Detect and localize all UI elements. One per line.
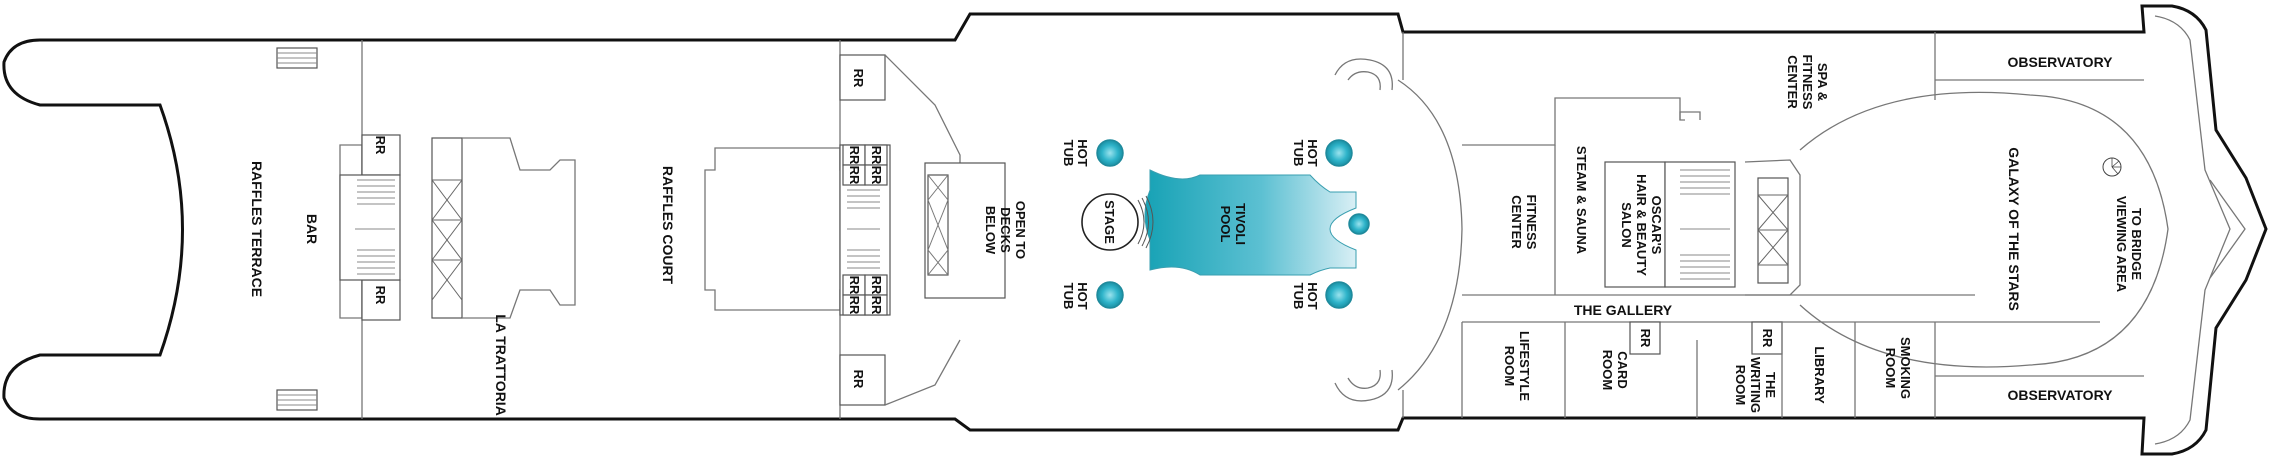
- rr-aft-top: RR: [373, 136, 388, 155]
- trattoria-counter: [462, 137, 576, 319]
- elevator-crosses-aft: [431, 179, 463, 301]
- galaxy-label: GALAXY OF THE STARS: [2006, 147, 2022, 311]
- hot-tub-label-2a: HOT: [1075, 282, 1090, 310]
- mid-stair-steps: [847, 189, 880, 269]
- smoking-label-1: SMOKING: [1898, 337, 1913, 399]
- open-to-decks-label-3: BELOW: [983, 206, 998, 255]
- rr-mid-g: RR: [847, 296, 862, 315]
- hot-tub-1: [1096, 139, 1124, 167]
- lifestyle-label-2: ROOM: [1502, 346, 1517, 386]
- hot-tub-2: [1096, 281, 1124, 309]
- hot-tub-label-1b: TUB: [1061, 140, 1076, 167]
- hot-tub-label-3a: HOT: [1305, 139, 1320, 167]
- rr-aft-bottom: RR: [373, 286, 388, 305]
- mid-rr-top: [839, 54, 886, 101]
- salon-label-1: OSCAR'S: [1649, 196, 1664, 255]
- stair-bottom-curve: [1334, 369, 1393, 402]
- stage-steps: [1137, 195, 1154, 249]
- rr-mid-bottom: RR: [851, 370, 866, 389]
- open-to-decks-label-1: OPEN TO: [1013, 201, 1028, 259]
- bow-inner: [2154, 15, 2231, 445]
- writing-label-2: WRITING: [1748, 357, 1763, 413]
- elevator-crosses-fwd: [1757, 194, 1789, 266]
- rr-mid-d: RR: [869, 166, 884, 185]
- rr-mid-c: RR: [847, 166, 862, 185]
- tivoli-pool-label-1: TIVOLI: [1233, 203, 1248, 245]
- hot-tub-label-1a: HOT: [1075, 139, 1090, 167]
- writing-label-3: ROOM: [1733, 365, 1748, 405]
- rr-gallery-1: RR: [1638, 329, 1653, 348]
- raffles-court-label: RAFFLES COURT: [660, 166, 676, 285]
- pool-bulkhead: [1397, 79, 1463, 391]
- hot-tub-label-4a: HOT: [1305, 282, 1320, 310]
- bow-point: [2209, 179, 2246, 279]
- smoking-label-2: ROOM: [1883, 348, 1898, 388]
- bridge-label-1: TO BRIDGE: [2129, 208, 2144, 280]
- bridge-label-2: VIEWING AREA: [2114, 196, 2129, 293]
- open-to-decks-label-2: DECKS: [998, 207, 1013, 253]
- aft-rr-bottom: [361, 279, 401, 321]
- stair-top-curve: [1334, 58, 1393, 91]
- rr-mid-top: RR: [851, 69, 866, 88]
- rr-mid-b: RR: [869, 146, 884, 165]
- hot-tub-3: [1325, 139, 1353, 167]
- rr-mid-e: RR: [847, 276, 862, 295]
- stage-circle: [1081, 193, 1139, 251]
- hot-tub-5: [1348, 213, 1370, 235]
- mid-rr-d: [864, 164, 888, 186]
- fitness-label-2: CENTER: [1509, 195, 1524, 249]
- stair-bottom-curve-2: [1347, 369, 1381, 389]
- bridge-stair-icon: [2102, 157, 2122, 177]
- rr-mid-h: RR: [869, 296, 884, 315]
- rr-mid-f: RR: [869, 276, 884, 295]
- writing-label-1: THE: [1763, 372, 1778, 398]
- spa-wall: [1462, 97, 1685, 146]
- mid-slant-bottom: [884, 339, 961, 406]
- steam-sauna-label: STEAM & SAUNA: [1574, 146, 1589, 255]
- aft-stair-bottom-lines: [277, 394, 317, 406]
- galaxy-curve: [1799, 91, 2169, 368]
- raffles-terrace-label: RAFFLES TERRACE: [249, 161, 265, 297]
- gallery-rr-1: [1629, 321, 1661, 355]
- mid-rr-bottom: [839, 354, 886, 406]
- mid-rr-h: [864, 294, 888, 316]
- lifestyle-label-1: LIFESTYLE: [1517, 331, 1532, 401]
- observatory-top-label: OBSERVATORY: [2007, 54, 2113, 70]
- hot-tub-label-3b: TUB: [1291, 140, 1306, 167]
- observatory-bottom-label: OBSERVATORY: [2007, 387, 2113, 403]
- salon-label-2: HAIR & BEAUTY: [1634, 174, 1649, 276]
- spa-label-1: SPA &: [1815, 63, 1830, 101]
- tivoli-pool-label-2: POOL: [1218, 206, 1233, 243]
- hot-tub-label-2b: TUB: [1061, 283, 1076, 310]
- aft-stairwell-steps: [355, 179, 395, 275]
- elevator-block-aft: [431, 137, 463, 319]
- stair-top-curve-2: [1347, 71, 1381, 91]
- rr-mid-a: RR: [847, 146, 862, 165]
- aft-stair-top-lines: [277, 52, 317, 64]
- hot-tub-4: [1325, 281, 1353, 309]
- open-decks-crosses: [927, 174, 949, 276]
- hot-tub-label-4b: TUB: [1291, 283, 1306, 310]
- rr-gallery-2: RR: [1760, 329, 1775, 348]
- spa-label-3: CENTER: [1785, 55, 1800, 109]
- the-gallery-label: THE GALLERY: [1574, 302, 1673, 318]
- fitness-label-1: FITNESS: [1524, 195, 1539, 250]
- fwd-stair-steps: [1680, 169, 1730, 280]
- library-label: LIBRARY: [1812, 346, 1827, 404]
- salon-label-3: SALON: [1619, 202, 1634, 248]
- spa-stair-corner: [1679, 111, 1701, 120]
- tivoli-pool: [1144, 169, 1357, 276]
- card-label-2: ROOM: [1600, 350, 1615, 390]
- aft-stairwell: [339, 174, 401, 281]
- bar-label: BAR: [304, 214, 320, 244]
- stage-label: STAGE: [1102, 200, 1117, 244]
- fwd-stairwell: [1664, 161, 1736, 288]
- spa-label-2: FITNESS: [1800, 55, 1815, 110]
- card-label-1: CARD: [1615, 351, 1630, 389]
- la-trattoria-label: LA TRATTORIA: [493, 314, 509, 416]
